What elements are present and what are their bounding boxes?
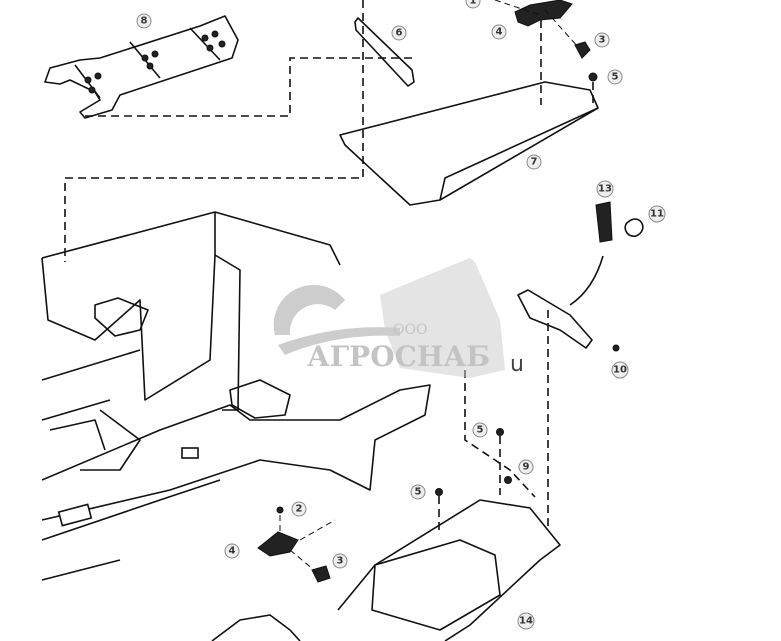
svg-text:5: 5: [415, 487, 422, 498]
svg-text:8: 8: [141, 16, 148, 27]
svg-text:4: 4: [229, 546, 236, 557]
callout-5: 5: [607, 69, 623, 85]
callout-14: 14: [517, 612, 535, 630]
part-bracket-10: [517, 289, 593, 349]
svg-text:3: 3: [599, 35, 606, 46]
svg-text:2: 2: [296, 504, 303, 515]
callout-10: 10: [611, 361, 629, 379]
callout-4b: 4: [224, 543, 240, 559]
stray-text: u: [510, 352, 524, 377]
callout-1: 1: [465, 0, 481, 9]
part-panel-7: [339, 81, 599, 206]
part-cover-14: [337, 499, 561, 641]
svg-text:6: 6: [396, 28, 403, 39]
svg-text:7: 7: [531, 157, 538, 168]
part-step-8: [44, 15, 239, 119]
part-main-frame: [41, 211, 431, 581]
callout-2: 2: [291, 501, 307, 517]
svg-text:13: 13: [598, 184, 612, 195]
svg-text:5: 5: [477, 425, 484, 436]
svg-text:9: 9: [523, 462, 530, 473]
svg-text:10: 10: [613, 365, 627, 376]
callout-8: 8: [136, 13, 152, 29]
callout-7: 7: [526, 154, 542, 170]
callout-3b: 3: [332, 553, 348, 569]
svg-text:3: 3: [337, 556, 344, 567]
callout-5c: 5: [410, 484, 426, 500]
callout-3: 3: [594, 32, 610, 48]
callout-6: 6: [391, 25, 407, 41]
watermark-name: АГРОСНАБ: [307, 340, 490, 373]
part-hook-13: [595, 201, 644, 243]
svg-text:5: 5: [612, 72, 619, 83]
svg-text:11: 11: [650, 209, 664, 220]
svg-text:14: 14: [519, 616, 533, 627]
part-bracket-6: [354, 17, 415, 87]
part-latch-top: [514, 0, 598, 82]
callout-11: 11: [648, 205, 666, 223]
callout-9: 9: [518, 459, 534, 475]
callout-4: 4: [491, 24, 507, 40]
watermark-prefix: ООО: [393, 322, 427, 338]
callout-5b: 5: [472, 422, 488, 438]
watermark-logo: ООО АГРОСНАБ: [273, 258, 505, 378]
svg-text:4: 4: [496, 27, 503, 38]
svg-text:1: 1: [470, 0, 477, 7]
callout-13: 13: [596, 180, 614, 198]
